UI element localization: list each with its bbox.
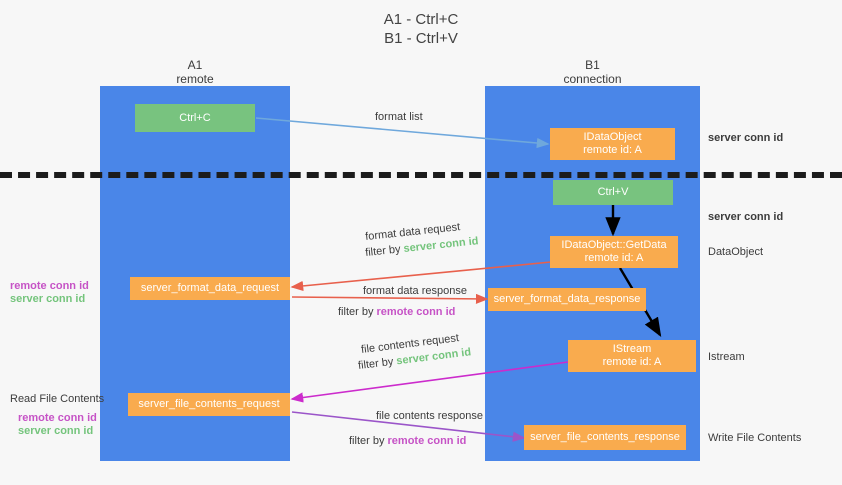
right-note-istream: Istream <box>708 351 745 363</box>
node-idataobject-getdata[interactable]: IDataObject::GetData remote id: A <box>550 236 678 268</box>
edge-label-format-data-response-filter: filter by remote conn id <box>338 305 455 319</box>
node-sfcres-label: server_file_contents_response <box>530 431 680 443</box>
node-istream-l1: IStream <box>612 343 652 355</box>
edge-label-format-data-response: format data response <box>363 285 467 297</box>
phase-divider <box>0 172 842 178</box>
lane-b1-sub: connection <box>563 72 622 86</box>
lane-header-b1: B1 connection <box>485 58 700 86</box>
node-server-format-data-request[interactable]: server_format_data_request <box>130 277 290 300</box>
node-istream-l2: remote id: A <box>602 356 662 368</box>
filter-key-remote-conn-id-2: remote conn id <box>387 435 467 447</box>
lane-b1-name: B1 <box>585 58 600 72</box>
lane-a1-sub: remote <box>176 72 214 86</box>
lane-header-a1: A1 remote <box>100 58 290 86</box>
title-line-2: B1 - Ctrl+V <box>384 30 458 47</box>
arrow-format-data-response <box>291 293 489 305</box>
left-note-remote-conn-id-2: remote conn id <box>18 412 97 424</box>
node-idataobject[interactable]: IDataObject remote id: A <box>550 128 675 160</box>
diagram-title: A1 - Ctrl+C B1 - Ctrl+V <box>0 10 842 48</box>
node-ctrl-v[interactable]: Ctrl+V <box>553 180 673 205</box>
title-line-1: A1 - Ctrl+C <box>383 11 459 28</box>
left-note-server-conn-id-1: server conn id <box>10 293 86 305</box>
right-note-server-conn-id-2: server conn id <box>708 211 784 223</box>
edge-label-file-contents-response-filter: filter by remote conn id <box>349 434 466 448</box>
edge-label-file-contents-response: file contents response <box>376 410 484 422</box>
node-ctrl-v-label: Ctrl+V <box>597 186 629 198</box>
right-note-dataobject: DataObject <box>708 246 764 258</box>
arrow-format-list <box>255 117 550 149</box>
edge-label-format-list: format list <box>375 111 423 123</box>
arrow-file-contents-request <box>290 361 569 403</box>
lane-a1-name: A1 <box>187 58 203 72</box>
node-idataobject-l1: IDataObject <box>583 131 642 143</box>
filter-key-remote-conn-id-1: remote conn id <box>376 306 456 318</box>
node-server-format-data-response[interactable]: server_format_data_response <box>488 288 646 311</box>
node-getdata-l1: IDataObject::GetData <box>561 239 667 251</box>
node-sfdreq-label: server_format_data_request <box>140 282 280 294</box>
node-ctrl-c-label: Ctrl+C <box>179 111 211 124</box>
filter-prefix-2: filter by <box>338 306 377 318</box>
node-idataobject-l2: remote id: A <box>583 144 642 156</box>
node-istream[interactable]: IStream remote id: A <box>568 340 696 372</box>
node-sfdres-label: server_format_data_response <box>493 293 641 305</box>
arrow-file-contents-response <box>291 411 526 442</box>
node-getdata-l2: remote id: A <box>584 252 644 264</box>
filter-prefix-4: filter by <box>349 435 388 447</box>
left-note-remote-conn-id-1: remote conn id <box>10 280 89 292</box>
right-note-server-conn-id-1: server conn id <box>708 132 784 144</box>
left-note-server-conn-id-2: server conn id <box>18 425 94 437</box>
left-note-read-file-contents: Read File Contents <box>10 393 105 405</box>
arrow-format-data-request <box>290 261 552 292</box>
node-server-file-contents-response[interactable]: server_file_contents_response <box>524 425 686 450</box>
node-sfcreq-label: server_file_contents_request <box>138 398 280 410</box>
right-note-write-file-contents: Write File Contents <box>708 432 802 444</box>
node-ctrl-c[interactable]: Ctrl+C <box>135 104 255 132</box>
node-server-file-contents-request[interactable]: server_file_contents_request <box>128 393 290 416</box>
